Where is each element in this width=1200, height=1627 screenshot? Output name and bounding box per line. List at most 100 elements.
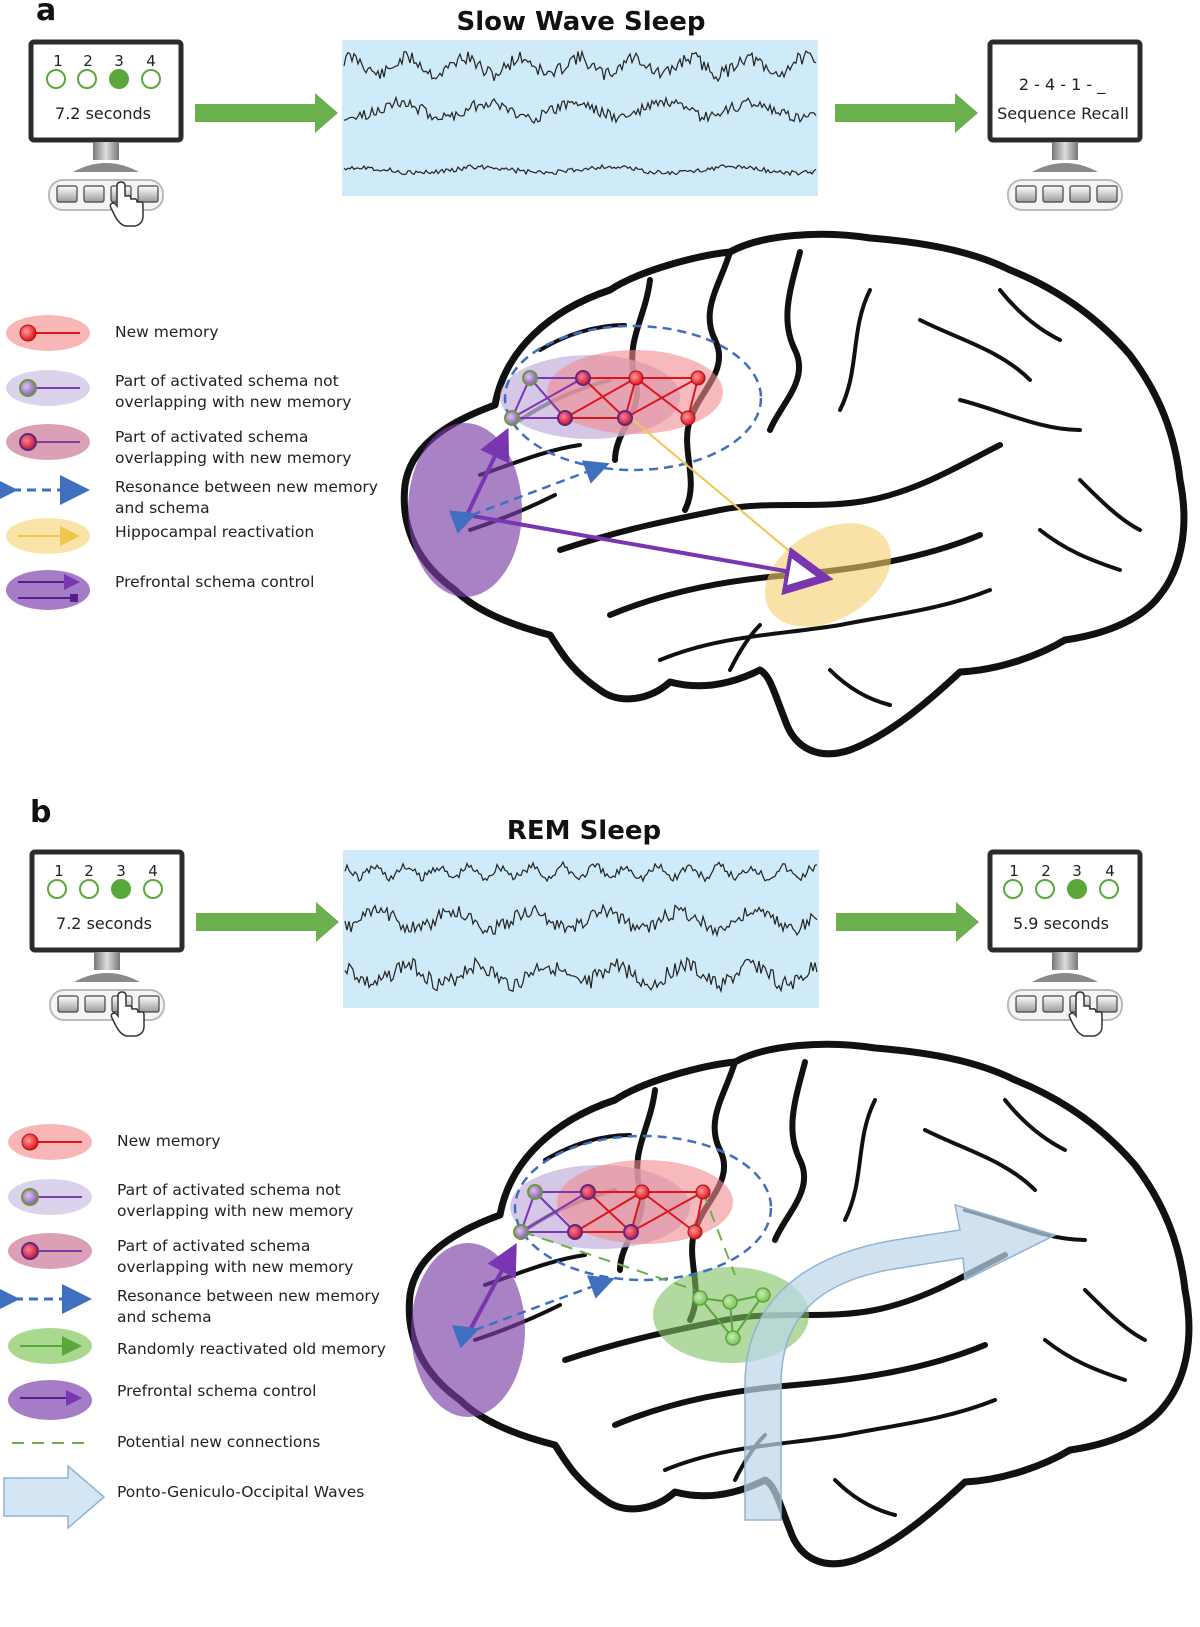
sequence-recall-label: Sequence Recall: [997, 104, 1129, 123]
new-memory-icon: [8, 1124, 92, 1160]
eeg-trace: [344, 903, 818, 938]
new-memory-node: [634, 1184, 650, 1200]
panel-a-left-monitor: 1 2 3 4 7.2 seconds: [31, 42, 181, 227]
legend-label: Part of activated schema not: [115, 372, 339, 390]
eeg-trace: [344, 860, 818, 883]
new-memory-region: [557, 1160, 733, 1244]
legend-label: New memory: [117, 1132, 221, 1150]
old-memory-node: [722, 1294, 738, 1310]
prefrontal-control-icon: [6, 570, 90, 610]
stim-number-2: 2: [1041, 862, 1051, 880]
green-arrow-icon: [196, 902, 339, 942]
old-memory-node: [725, 1330, 741, 1346]
overlap-node: [557, 410, 573, 426]
new-memory-node: [680, 410, 696, 426]
stim-circle-filled: [111, 879, 131, 899]
legend-label: Prefrontal schema control: [115, 573, 314, 591]
legend-label: Resonance between new memory: [115, 478, 378, 496]
resonance-boundary: [513, 1134, 773, 1282]
stim-number-3: 3: [114, 52, 124, 70]
panel-b-left-monitor-text: 7.2 seconds: [56, 914, 152, 933]
green-arrow-icon: [835, 93, 978, 133]
stim-circle: [141, 69, 161, 89]
legend-label: New memory: [115, 323, 219, 341]
prefrontal-region: [408, 423, 522, 597]
green-arrow-icon: [836, 902, 979, 942]
legend-label: Part of activated schema: [117, 1237, 310, 1255]
overlap-node: [580, 1184, 596, 1200]
legend-label: Part of activated schema not: [117, 1181, 341, 1199]
new-memory-node: [690, 370, 706, 386]
new-memory-node: [695, 1184, 711, 1200]
schema-node: [527, 1184, 543, 1200]
stim-circle-filled: [109, 69, 129, 89]
resonance-arrow: [448, 460, 610, 534]
panel-a-right-monitor: 2 - 4 - 1 - _ Sequence Recall: [990, 42, 1140, 210]
legend-label: overlapping with new memory: [115, 449, 351, 467]
panel-b-title: REM Sleep: [507, 816, 661, 846]
pgo-wave-arrow-icon: [3, 1464, 106, 1530]
schema-node: [504, 410, 520, 426]
panel-a-legend: New memory Part of activated schema not …: [0, 315, 378, 610]
eeg-trace: [344, 956, 818, 994]
schema-node: [513, 1224, 529, 1240]
panel-b-right-monitor: 1 2 3 4 5.9 seconds: [990, 852, 1140, 1037]
overlap-node: [567, 1224, 583, 1240]
new-memory-node: [687, 1224, 703, 1240]
stim-number-3: 3: [116, 862, 126, 880]
legend-label: Randomly reactivated old memory: [117, 1340, 386, 1358]
pgo-wave-arrow: [744, 1203, 1058, 1521]
hippocampal-reactivation-icon: [6, 518, 90, 554]
stim-circle-filled: [1067, 879, 1087, 899]
eeg-trace: [343, 95, 817, 124]
stim-number-1: 1: [53, 52, 63, 70]
overlap-node: [575, 370, 591, 386]
panel-a-left-monitor-text: 7.2 seconds: [55, 104, 151, 123]
panel-b-letter: b: [30, 795, 51, 830]
panel-b-legend: New memory Part of activated schema not …: [0, 1124, 386, 1530]
schema-overlapping-icon: [8, 1233, 92, 1269]
overlap-node: [623, 1224, 639, 1240]
legend-label: and schema: [117, 1308, 212, 1326]
legend-label: Ponto-Geniculo-Occipital Waves: [117, 1483, 364, 1501]
stim-circle: [1035, 879, 1055, 899]
panel-b-eeg: [343, 850, 819, 1008]
old-memory-node: [755, 1287, 771, 1303]
stim-number-3: 3: [1072, 862, 1082, 880]
stim-circle: [77, 69, 97, 89]
green-arrow-icon: [195, 93, 338, 133]
legend-label: Resonance between new memory: [117, 1287, 380, 1305]
stim-number-2: 2: [84, 862, 94, 880]
stim-circle: [79, 879, 99, 899]
hippocampal-reactivation-arrow: [632, 419, 801, 561]
schema-overlapping-icon: [6, 424, 90, 460]
overlap-node: [617, 410, 633, 426]
new-memory-icon: [6, 315, 90, 351]
panel-b-brain: [409, 1044, 1189, 1563]
stim-circle: [1003, 879, 1023, 899]
stim-number-4: 4: [1105, 862, 1115, 880]
stim-number-4: 4: [146, 52, 156, 70]
schema-node: [522, 370, 538, 386]
legend-label: overlapping with new memory: [117, 1258, 353, 1276]
legend-label: Prefrontal schema control: [117, 1382, 316, 1400]
legend-label: and schema: [115, 499, 210, 517]
panel-b-right-monitor-text: 5.9 seconds: [1013, 914, 1109, 933]
eeg-trace: [343, 163, 817, 177]
stim-circle: [1099, 879, 1119, 899]
panel-a-letter: a: [36, 0, 56, 28]
legend-label: overlapping with new memory: [117, 1202, 353, 1220]
panel-a-eeg: [342, 40, 818, 196]
resonance-boundary: [503, 324, 763, 472]
panel-a-brain: [404, 234, 1184, 753]
sequence-text: 2 - 4 - 1 - _: [1019, 75, 1106, 95]
stim-number-1: 1: [1009, 862, 1019, 880]
stim-number-1: 1: [54, 862, 64, 880]
schema-not-overlapping-icon: [6, 370, 90, 406]
potential-connection: [522, 1231, 696, 1291]
legend-label: Potential new connections: [117, 1433, 320, 1451]
prefrontal-control-icon: [8, 1380, 92, 1420]
stim-number-4: 4: [148, 862, 158, 880]
panel-a-title: Slow Wave Sleep: [456, 7, 705, 37]
